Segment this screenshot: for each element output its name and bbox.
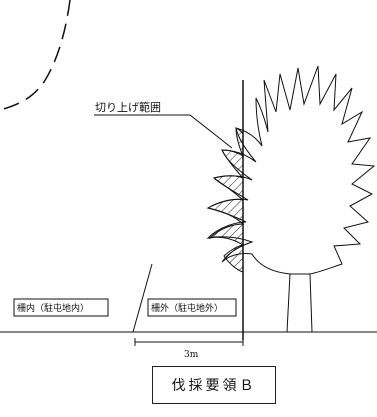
caption-box: 伐採要領Ｂ [152,366,276,404]
distance-label: 3m [184,350,199,360]
cut-range-leader [94,114,233,149]
inside-fence-box [13,298,109,317]
tree-trunk [286,273,313,333]
cut-range-hatch [206,98,245,273]
caption-text: 伐採要領Ｂ [171,378,257,394]
cut-range-label: 切り上げ範囲 [95,100,161,114]
outside-fence-box [147,298,237,317]
outside-fence-label: 柵外（駐屯地外） [151,302,223,314]
fence-line [132,263,153,333]
inside-fence-label: 柵内（駐屯地内） [17,302,89,314]
boundary-dashed-curve [0,0,71,111]
tree-crown [206,65,376,275]
